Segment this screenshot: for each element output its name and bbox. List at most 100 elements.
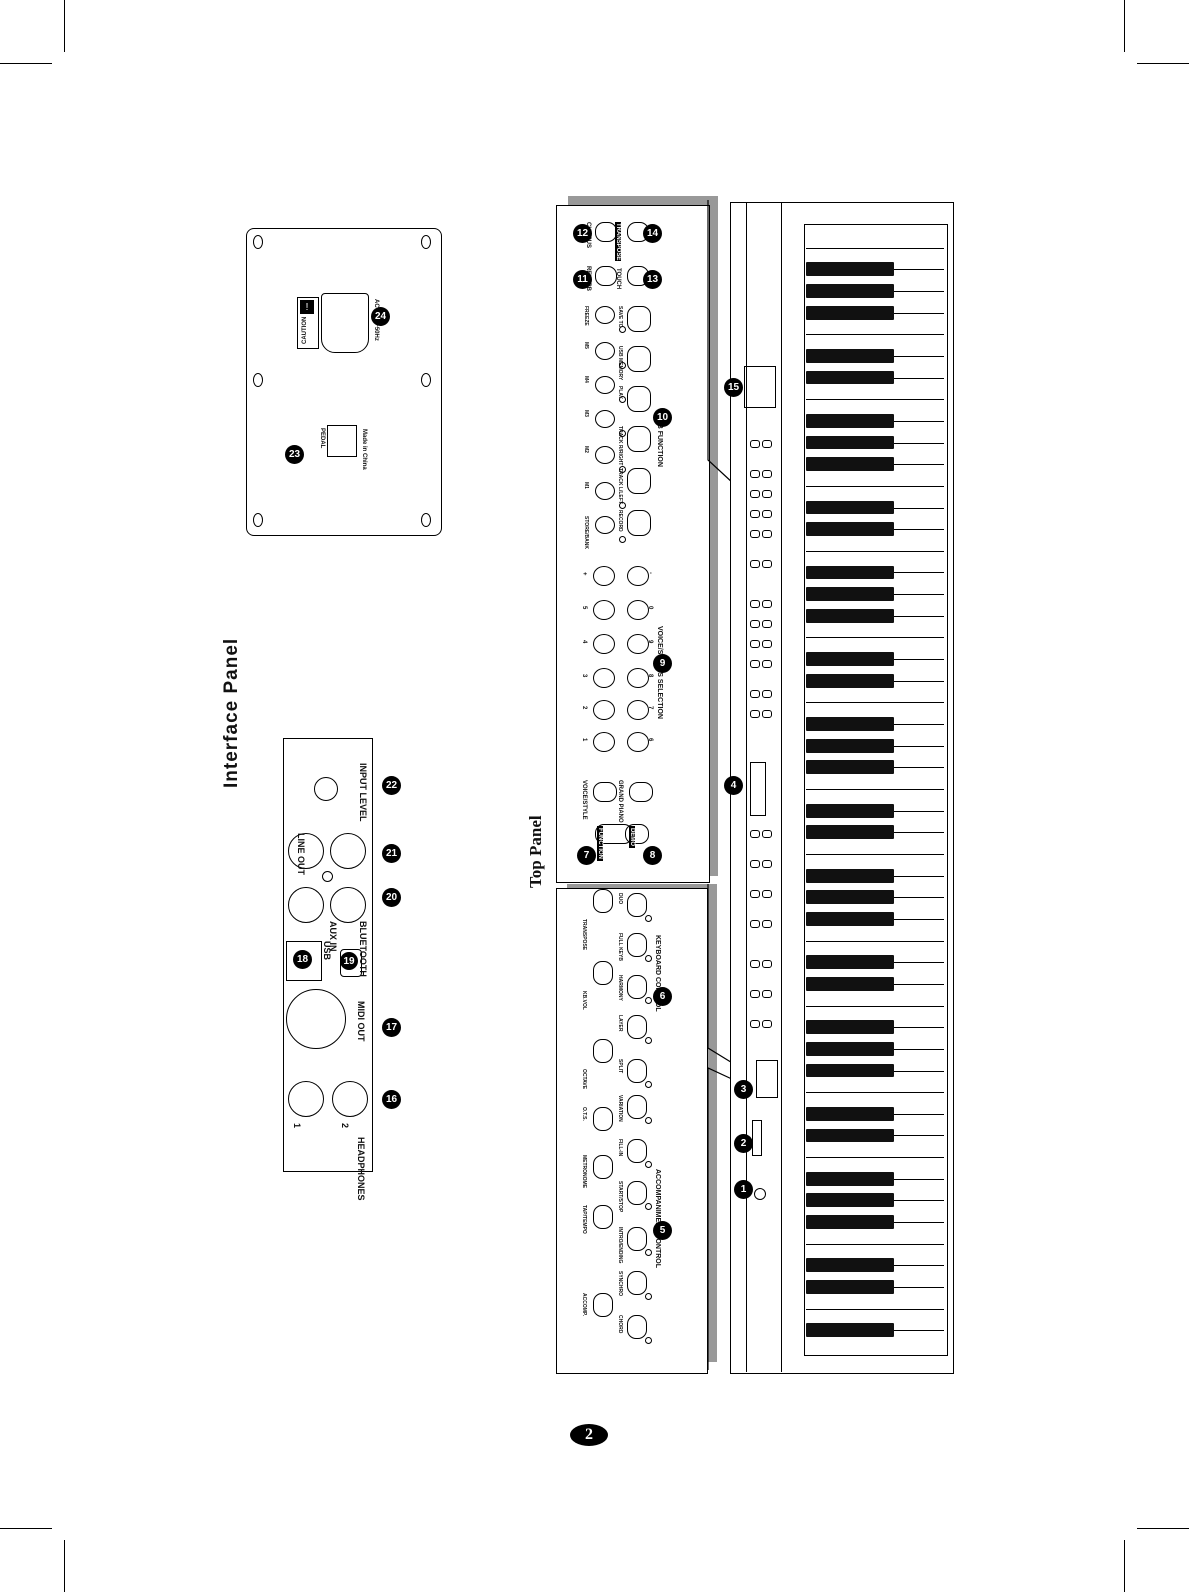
accompaniment-button[interactable] [627,1227,647,1251]
voice-number-button[interactable] [627,668,649,688]
black-key[interactable] [806,868,894,883]
black-key[interactable] [806,262,894,277]
mini-panel-button[interactable] [750,470,760,478]
mini-panel-button[interactable] [762,510,772,518]
keyboard-control-button[interactable] [593,1039,613,1063]
mini-panel-button[interactable] [762,830,772,838]
black-key[interactable] [806,608,894,623]
mini-panel-button[interactable] [750,620,760,628]
accompaniment-button[interactable] [627,1271,647,1295]
mini-panel-button[interactable] [750,960,760,968]
black-key[interactable] [806,370,894,385]
black-key[interactable] [806,1063,894,1078]
grand-piano-button[interactable] [629,782,653,802]
voice-number-button[interactable] [593,700,615,720]
usb-function-button[interactable] [627,386,651,412]
keyboard-control-button[interactable] [627,933,647,957]
voice-number-button[interactable] [593,732,615,752]
mini-panel-button[interactable] [750,710,760,718]
pedal-socket[interactable] [327,425,357,457]
black-key[interactable] [806,1020,894,1035]
black-key[interactable] [806,587,894,602]
black-key[interactable] [806,284,894,298]
tempo-control[interactable] [756,1060,778,1098]
keyboard-control-button[interactable] [593,889,613,913]
mini-panel-button[interactable] [750,1020,760,1028]
black-key[interactable] [806,305,894,320]
usb-port[interactable] [286,941,322,981]
mini-panel-button[interactable] [750,660,760,668]
black-key[interactable] [806,565,894,580]
accompaniment-button[interactable] [627,1139,647,1163]
voice-number-button[interactable] [593,668,615,688]
black-key[interactable] [806,413,894,428]
mini-panel-button[interactable] [762,990,772,998]
mini-panel-button[interactable] [762,890,772,898]
black-key[interactable] [806,825,894,840]
mini-panel-button[interactable] [750,530,760,538]
black-key[interactable] [806,1280,894,1294]
black-key[interactable] [806,348,894,363]
usb-function-button[interactable] [627,306,651,332]
mini-panel-button[interactable] [762,960,772,968]
black-key[interactable] [806,522,894,537]
mini-panel-button[interactable] [762,490,772,498]
mini-panel-button[interactable] [750,690,760,698]
mini-panel-button[interactable] [762,640,772,648]
mini-panel-button[interactable] [762,860,772,868]
reverb-button[interactable] [595,266,617,286]
black-key[interactable] [806,1215,894,1229]
mini-panel-button[interactable] [762,470,772,478]
mini-panel-button[interactable] [762,600,772,608]
mini-panel-button[interactable] [750,920,760,928]
mini-panel-button[interactable] [750,890,760,898]
aux-in-jack-left[interactable] [288,887,324,923]
keyboard-control-button[interactable] [627,1059,647,1083]
usb-memory-button[interactable] [595,410,615,428]
volume-slider[interactable] [752,1120,762,1156]
black-key[interactable] [806,1128,894,1143]
headphone-jack-1[interactable] [288,1081,324,1117]
usb-function-button[interactable] [627,510,651,536]
black-key[interactable] [806,738,894,753]
usb-memory-button[interactable] [595,342,615,360]
accompaniment-button[interactable] [593,1293,613,1317]
black-key[interactable] [806,1258,894,1273]
accompaniment-button[interactable] [593,1205,613,1229]
usb-memory-button[interactable] [595,376,615,394]
accompaniment-button[interactable] [627,1181,647,1205]
black-key[interactable] [806,500,894,515]
accompaniment-button[interactable] [627,1315,647,1339]
mini-panel-button[interactable] [750,440,760,448]
black-key[interactable] [806,457,894,472]
mini-panel-button[interactable] [750,990,760,998]
mini-panel-button[interactable] [762,920,772,928]
voice-number-button[interactable] [627,732,649,752]
voice-number-button[interactable] [627,634,649,654]
usb-memory-button[interactable] [595,482,615,500]
voice-number-button[interactable] [627,600,649,620]
usb-function-button[interactable] [627,346,651,372]
black-key[interactable] [806,976,894,991]
usb-memory-button[interactable] [595,306,615,324]
black-key[interactable] [806,911,894,926]
power-button[interactable] [754,1188,766,1200]
black-key[interactable] [806,1171,894,1186]
mini-panel-button[interactable] [750,640,760,648]
voice-number-button[interactable] [593,600,615,620]
black-key[interactable] [806,1193,894,1208]
input-level-knob[interactable] [314,777,338,801]
mini-panel-button[interactable] [750,560,760,568]
headphone-jack-2[interactable] [332,1081,368,1117]
mini-panel-button[interactable] [762,710,772,718]
mini-panel-button[interactable] [762,440,772,448]
mini-panel-button[interactable] [750,830,760,838]
black-key[interactable] [806,652,894,666]
accompaniment-button[interactable] [593,1107,613,1131]
mini-panel-button[interactable] [750,490,760,498]
keyboard-control-button[interactable] [627,893,647,917]
piano-usb-port[interactable] [744,366,776,408]
mini-panel-button[interactable] [762,560,772,568]
usb-function-button[interactable] [627,468,651,494]
line-out-jack-right[interactable] [330,833,366,869]
